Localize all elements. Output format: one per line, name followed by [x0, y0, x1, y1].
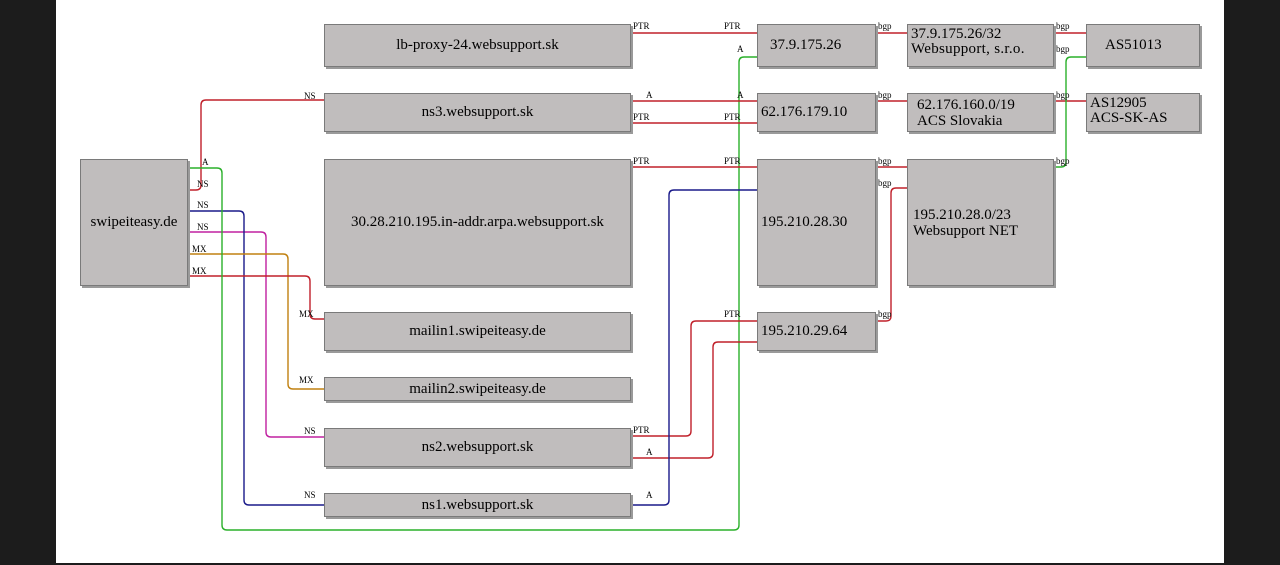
- edge-label-ptr: PTR: [633, 425, 650, 435]
- edge-label-mx: MX: [192, 266, 207, 276]
- edges-layer: [188, 32, 1086, 531]
- edge-label-ptr: PTR: [633, 156, 650, 166]
- edge-label-ptr: PTR: [724, 112, 741, 122]
- edge-label-ptr: PTR: [724, 21, 741, 31]
- edge-label-bgp: bgp: [1056, 90, 1070, 100]
- edge-label-a: A: [737, 90, 744, 100]
- edge-label-bgp: bgp: [1056, 44, 1070, 54]
- edge-mx-mailin2: [188, 253, 324, 390]
- as-name: ACS-SK-AS: [1090, 110, 1168, 126]
- edge-label-bgp: bgp: [878, 90, 892, 100]
- edge-a-ns1: [631, 189, 757, 506]
- edge-bgp-ip4: [876, 187, 907, 322]
- edge-ns-ns3: [188, 99, 324, 191]
- edge-label-bgp: bgp: [878, 178, 892, 188]
- ns3-node[interactable]: ns3.websupport.sk: [324, 93, 631, 132]
- edge-label-ns: NS: [304, 426, 316, 436]
- edge-label-ns: NS: [197, 222, 209, 232]
- edge-label-a: A: [646, 447, 653, 457]
- as-node-12905[interactable]: AS12905 ACS-SK-AS: [1086, 93, 1200, 132]
- edge-label-ptr: PTR: [633, 21, 650, 31]
- net-owner: Websupport, s.r.o.: [911, 41, 1025, 57]
- edge-label-ns: NS: [197, 179, 209, 189]
- net-prefix: 195.210.28.0/23: [913, 206, 1011, 223]
- ns2-node[interactable]: ns2.websupport.sk: [324, 428, 631, 467]
- as-number: AS12905: [1090, 95, 1147, 111]
- edge-a-domain: [188, 56, 757, 531]
- ip-node-195-210-29-64[interactable]: 195.210.29.64: [757, 312, 876, 351]
- edge-label-a: A: [202, 157, 209, 167]
- edge-label-a: A: [646, 490, 653, 500]
- edge-label-bgp: bgp: [1056, 21, 1070, 31]
- net-owner: Websupport NET: [913, 222, 1019, 239]
- domain-node[interactable]: swipeiteasy.de: [80, 159, 188, 286]
- net-node-websupport-net[interactable]: 195.210.28.0/23 Websupport NET: [907, 159, 1054, 286]
- edge-label-ptr: PTR: [633, 112, 650, 122]
- net-prefix: 37.9.175.26/32: [911, 26, 1002, 42]
- net-node-acs-slovakia[interactable]: 62.176.160.0/19 ACS Slovakia: [907, 93, 1054, 132]
- edge-label-ns: NS: [197, 200, 209, 210]
- edge-label-bgp: bgp: [878, 156, 892, 166]
- inaddr-node[interactable]: 30.28.210.195.in-addr.arpa.websupport.sk: [324, 159, 631, 286]
- ns1-node[interactable]: ns1.websupport.sk: [324, 493, 631, 517]
- edge-label-bgp: bgp: [878, 309, 892, 319]
- edge-bgp-net3: [1054, 56, 1086, 168]
- edge-label-a: A: [737, 44, 744, 54]
- net-owner: ACS Slovakia: [917, 112, 1003, 129]
- as-node-51013[interactable]: AS51013: [1086, 24, 1200, 67]
- net-prefix: 62.176.160.0/19: [917, 96, 1015, 113]
- mailin2-node[interactable]: mailin2.swipeiteasy.de: [324, 377, 631, 401]
- ip-node-195-210-28-30[interactable]: 195.210.28.30: [757, 159, 876, 286]
- ip-node-37-9-175-26[interactable]: 37.9.175.26: [757, 24, 876, 67]
- edge-ns-ns2: [188, 231, 324, 438]
- edge-label-mx: MX: [192, 244, 207, 254]
- edge-label-ptr: PTR: [724, 309, 741, 319]
- diagram-canvas: swipeiteasy.de lb-proxy-24.websupport.sk…: [56, 0, 1224, 563]
- lb-proxy-node[interactable]: lb-proxy-24.websupport.sk: [324, 24, 631, 67]
- mailin1-node[interactable]: mailin1.swipeiteasy.de: [324, 312, 631, 351]
- ip-node-62-176-179-10[interactable]: 62.176.179.10: [757, 93, 876, 132]
- edge-label-ns: NS: [304, 490, 316, 500]
- edge-label-mx: MX: [299, 375, 314, 385]
- edge-label-mx: MX: [299, 309, 314, 319]
- edge-ns-ns1: [188, 210, 324, 506]
- edge-label-a: A: [646, 90, 653, 100]
- edge-label-bgp: bgp: [1056, 156, 1070, 166]
- edge-label-ptr: PTR: [724, 156, 741, 166]
- edge-label-bgp: bgp: [878, 21, 892, 31]
- edge-mx-mailin1: [188, 275, 324, 320]
- edge-label-ns: NS: [304, 91, 316, 101]
- edge-a-ns2: [631, 341, 757, 459]
- net-node-websupport-sro[interactable]: 37.9.175.26/32 Websupport, s.r.o.: [907, 24, 1054, 67]
- edge-ptr-ns2: [631, 320, 757, 437]
